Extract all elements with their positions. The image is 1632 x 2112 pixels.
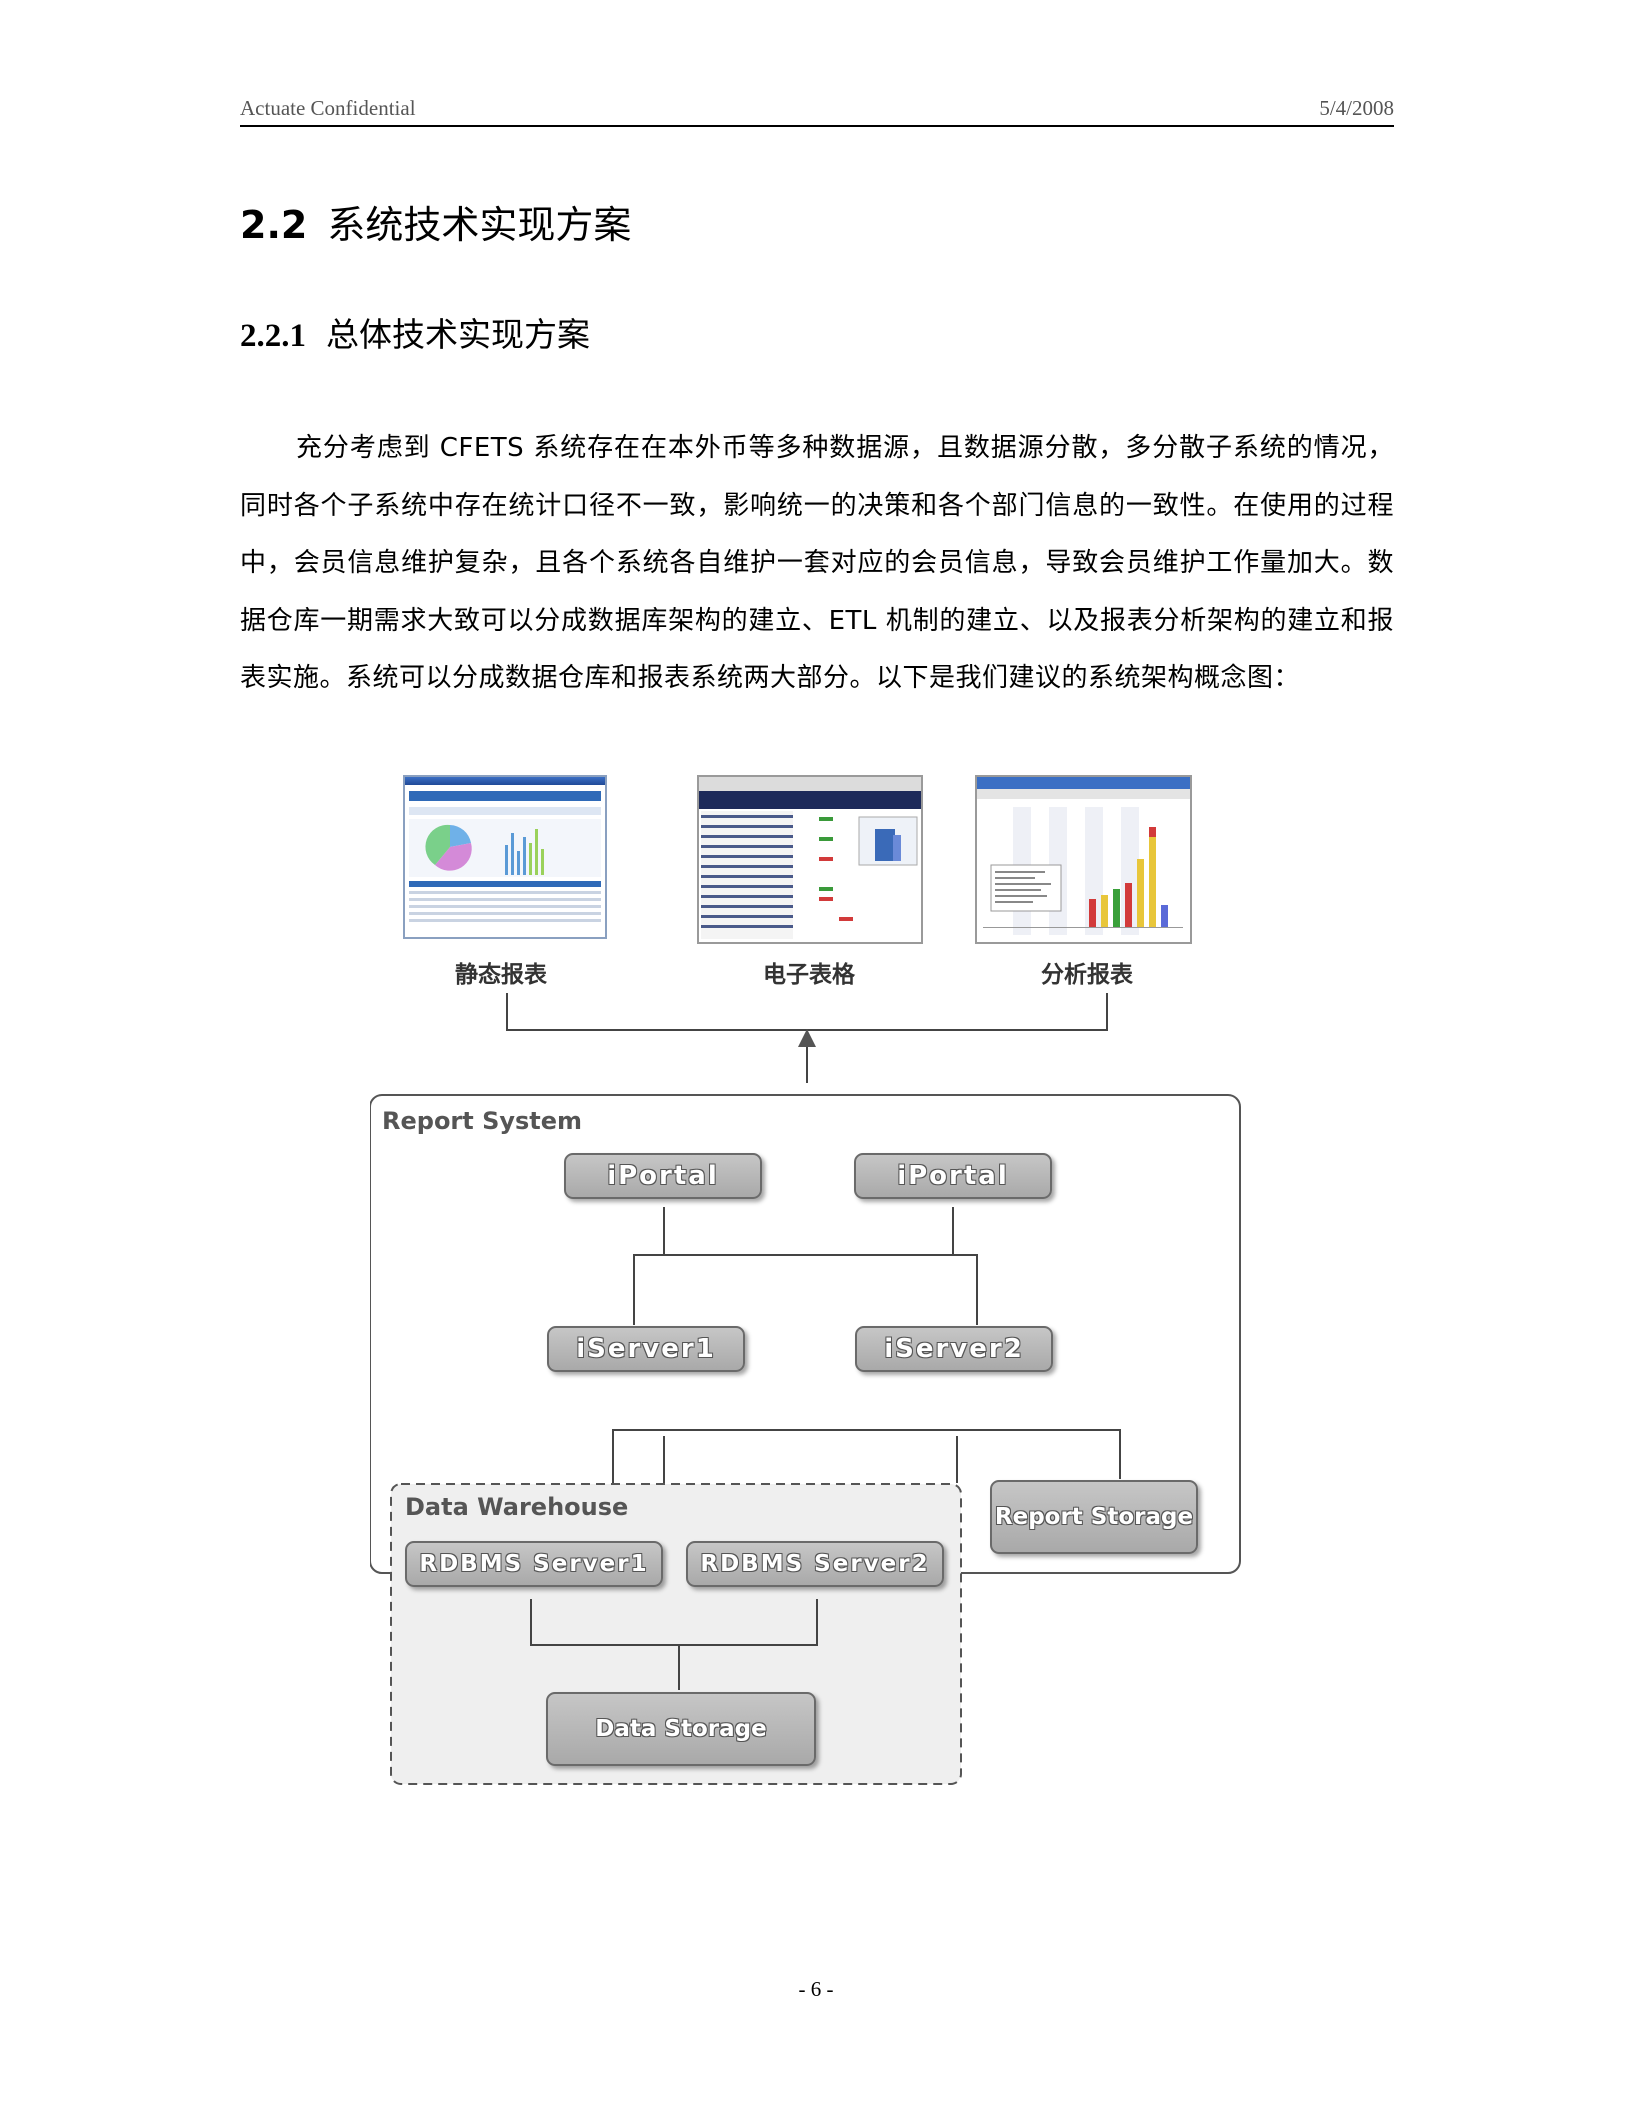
header-left: Actuate Confidential <box>240 96 416 120</box>
subsection-number: 2.2.1 <box>240 318 306 354</box>
body-paragraph: 充分考虑到 CFETS 系统存在在本外币等多种数据源，且数据源分散，多分散子系统… <box>240 433 1394 693</box>
page-number: - 6 - <box>798 1977 834 2001</box>
spreadsheet-screenshot <box>699 777 921 939</box>
output-label-spreadsheet: 电子表格 <box>763 962 855 988</box>
report-storage: Report Storage <box>990 1480 1198 1554</box>
up-arrow-icon <box>798 1029 816 1047</box>
static-report-thumbnail <box>403 775 607 939</box>
iportal-1: iPortal <box>564 1153 762 1199</box>
rdbms-server-2: RDBMS Server2 <box>686 1541 944 1587</box>
report-system-label: Report System <box>382 1107 583 1135</box>
static-report-screenshot <box>409 791 601 922</box>
section-number: 2.2 <box>240 203 308 247</box>
section-heading: 2.2 系统技术实现方案 <box>240 194 631 249</box>
subsection-heading: 2.2.1 总体技术实现方案 <box>240 308 590 356</box>
data-warehouse-label: Data Warehouse <box>405 1493 629 1521</box>
analysis-report-thumbnail <box>975 775 1192 944</box>
rdbms-server-1: RDBMS Server1 <box>405 1541 663 1587</box>
architecture-diagram: 静态报表 电子表格 <box>370 775 1270 1815</box>
data-storage: Data Storage <box>546 1692 816 1766</box>
analysis-report-screenshot <box>977 777 1190 935</box>
iserver-2: iServer2 <box>855 1326 1053 1372</box>
output-label-analysis-report: 分析报表 <box>1041 962 1133 988</box>
section-title: 系统技术实现方案 <box>327 203 632 247</box>
output-label-static-report: 静态报表 <box>455 962 547 988</box>
iportal-2: iPortal <box>854 1153 1052 1199</box>
subsection-title: 总体技术实现方案 <box>326 315 590 354</box>
spreadsheet-thumbnail <box>697 775 923 944</box>
header-rule <box>240 125 1394 127</box>
iserver-1: iServer1 <box>547 1326 745 1372</box>
header-date: 5/4/2008 <box>1319 96 1394 120</box>
